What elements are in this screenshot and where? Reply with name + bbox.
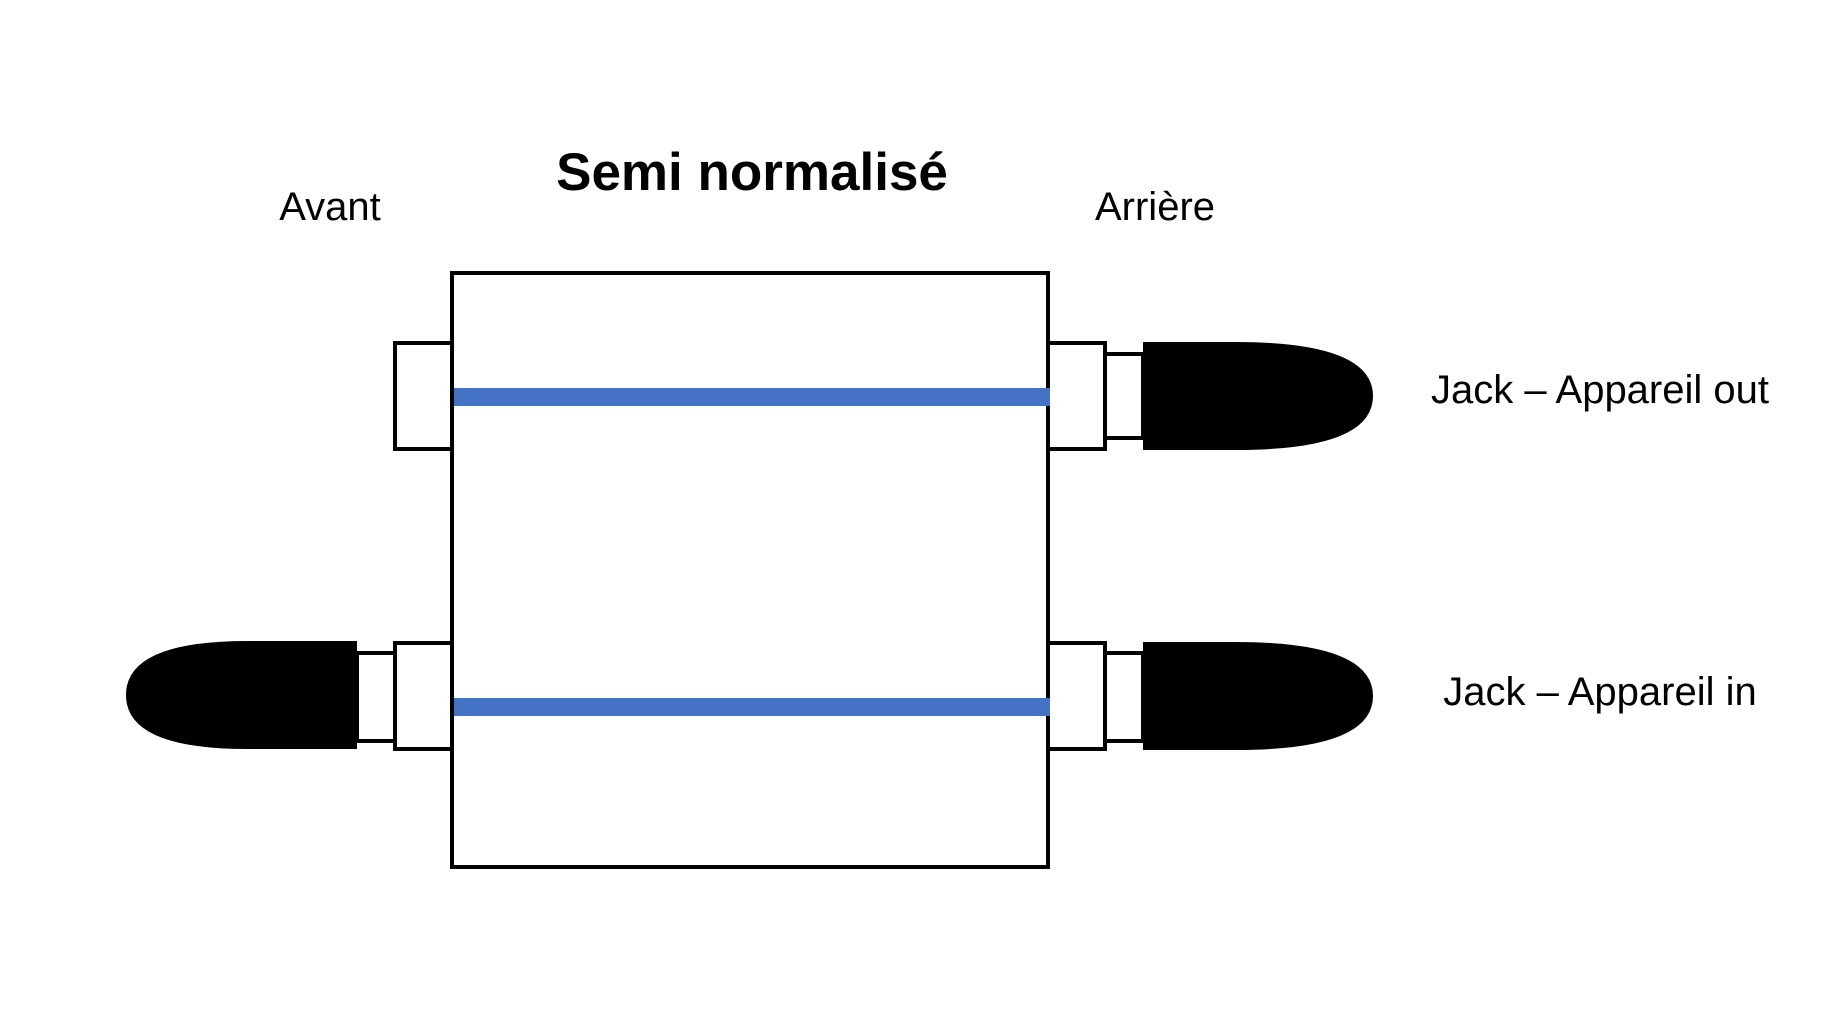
rear-plug-top-neck [1103, 352, 1145, 440]
jack-out-label: Jack – Appareil out [1431, 368, 1769, 412]
patchbay-box [450, 271, 1050, 869]
jack-in-label: Jack – Appareil in [1443, 670, 1757, 714]
rear-socket-bottom [1046, 641, 1107, 751]
front-socket-bottom [393, 641, 454, 751]
rear-socket-top [1046, 341, 1107, 451]
front-label: Avant [279, 185, 381, 229]
front-plug-bottom-icon [126, 641, 357, 749]
front-plug-bottom-neck [355, 651, 397, 743]
rear-label: Arrière [1095, 185, 1215, 229]
diagram-title: Semi normalisé [556, 143, 948, 202]
rear-plug-bottom-neck [1103, 651, 1145, 743]
rear-plug-top-icon [1143, 342, 1373, 450]
front-socket-top [393, 341, 454, 451]
rear-plug-bottom-icon [1143, 642, 1373, 750]
